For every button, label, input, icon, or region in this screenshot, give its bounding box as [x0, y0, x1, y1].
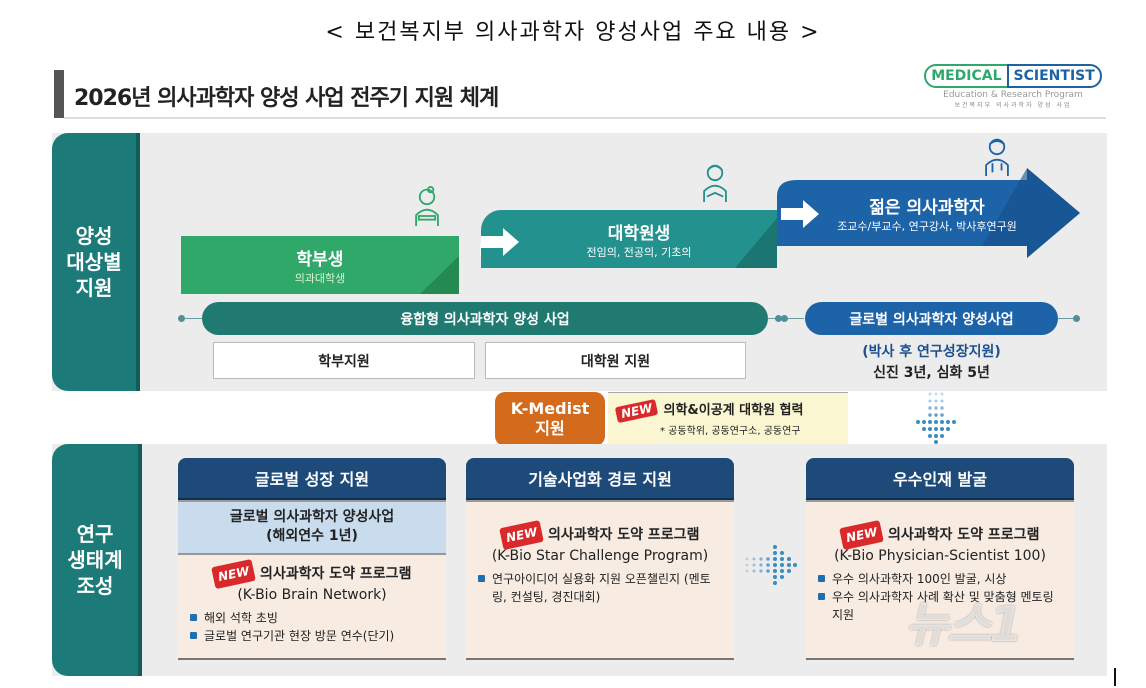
grad-person-icon	[703, 164, 727, 202]
stage-grad-title: 대학원생	[607, 223, 671, 244]
global-program-years: 신진 3년, 심화 5년	[873, 365, 990, 381]
stage-young-scientist-arrow: 젊은 의사과학자 조교수/부교수, 연구강사, 박사후연구원	[777, 168, 1080, 258]
bullet-item: 연구아이디어 실용화 지원 오픈챌린지 (멘토링, 컨설팅, 경진대회)	[476, 570, 724, 606]
bullet-item: 우수 의사과학자 100인 발굴, 시상	[816, 570, 1064, 588]
medical-scientist-logo: MEDICAL SCIENTIST Education & Research P…	[918, 64, 1108, 114]
card-global-growth-subtitle: 글로벌 의사과학자 양성사업	[229, 509, 395, 525]
stage-young-sub: 조교수/부교수, 연구강사, 박사후연구원	[837, 219, 1017, 233]
stage-undergrad-corner	[420, 256, 459, 294]
card-talent-discovery-head: 우수인재 발굴	[806, 458, 1074, 500]
stage-grad: 대학원생 전임의, 전공의, 기초의	[481, 210, 777, 268]
logo-right-text: SCIENTIST	[1006, 64, 1102, 88]
section-training-label: 양성 대상별 지원	[52, 133, 140, 391]
global-program-pill: 글로벌 의사과학자 양성사업	[805, 302, 1058, 335]
kmedist-content: NEW 의학&이공계 대학원 협력 * 공동학위, 공동연구소, 공동연구	[608, 392, 848, 446]
card-commercialization-program: 의사과학자 도약 프로그램	[548, 527, 700, 543]
card-global-growth-program-en: (K-Bio Brain Network)	[237, 587, 387, 603]
convergence-program-pill: 융합형 의사과학자 양성 사업	[202, 302, 768, 335]
doctor-person-icon	[985, 138, 1009, 176]
card-global-growth-subbox: 글로벌 의사과학자 양성사업 (해외연수 1년)	[178, 500, 446, 553]
stage-grad-corner	[735, 218, 777, 268]
arrow-right-icon	[481, 228, 519, 256]
arrow-right-icon	[781, 200, 819, 228]
timeline-dot	[1073, 315, 1080, 322]
news1-watermark: 뉴스1	[905, 597, 1023, 653]
card-global-growth-program: 의사과학자 도약 프로그램	[260, 566, 412, 582]
card-talent-discovery-program: 의사과학자 도약 프로그램	[888, 527, 1040, 543]
header-divider	[64, 117, 1106, 119]
timeline-line	[1058, 318, 1076, 319]
stage-grad-sub: 전임의, 전공의, 기초의	[586, 245, 692, 259]
timeline-dot	[775, 315, 782, 322]
header-accent-bar	[54, 70, 64, 118]
stage-undergrad: 학부생 의과대학생	[181, 236, 459, 294]
timeline-dot	[781, 315, 788, 322]
page-caption: < 보건복지부 의사과학자 양성사업 주요 내용 >	[325, 20, 821, 45]
undergrad-person-icon	[415, 186, 439, 226]
dotted-arrow-down-icon	[916, 392, 956, 444]
card-global-growth-subnote: (해외연수 1년)	[266, 528, 358, 544]
dotted-arrow-right-icon	[745, 545, 797, 585]
kmedist-label-line1: K-Medist	[510, 399, 590, 418]
logo-left-text: MEDICAL	[924, 64, 1009, 88]
logo-subtitle-korean: 보건복지부 의사과학자 양성 사업	[954, 102, 1072, 109]
undergrad-support-box: 학부지원	[213, 342, 475, 379]
kmedist-title: 의학&이공계 대학원 협력	[663, 403, 804, 418]
kmedist-note: * 공동학위, 공동연구소, 공동연구	[660, 425, 801, 437]
timeline-line	[184, 318, 204, 319]
new-badge: NEW	[614, 398, 659, 423]
stage-undergrad-title: 학부생	[296, 249, 344, 270]
card-commercialization-program-en: (K-Bio Star Challenge Program)	[491, 548, 709, 564]
card-global-growth-head: 글로벌 성장 지원	[178, 458, 446, 500]
stage-undergrad-sub: 의과대학생	[294, 271, 346, 285]
diagram-title: 2026년 의사과학자 양성 사업 전주기 지원 체계	[74, 86, 499, 111]
bullet-item: 해외 석학 초빙	[188, 609, 436, 627]
grad-support-box: 대학원 지원	[485, 342, 746, 379]
bullet-item: 우수 의사과학자 사례 확산 및 맞춤형 멘토링 지원	[816, 588, 1064, 624]
stage-young-title: 젊은 의사과학자	[869, 197, 985, 218]
global-program-note: (박사 후 연구성장지원)	[862, 344, 1001, 360]
bullet-item: 글로벌 연구기관 현장 방문 연수(단기)	[188, 627, 436, 645]
text-cursor	[1114, 668, 1116, 686]
kmedist-label-line2: 지원	[535, 419, 565, 438]
timeline-dot	[178, 315, 185, 322]
section-ecosystem-label: 연구 생태계 조성	[52, 444, 142, 676]
kmedist-label: K-Medist 지원	[495, 392, 605, 446]
card-talent-discovery-program-en: (K-Bio Physician-Scientist 100)	[834, 548, 1046, 564]
logo-subtitle: Education & Research Program	[943, 90, 1083, 100]
card-commercialization-head: 기술사업화 경로 지원	[466, 458, 734, 500]
